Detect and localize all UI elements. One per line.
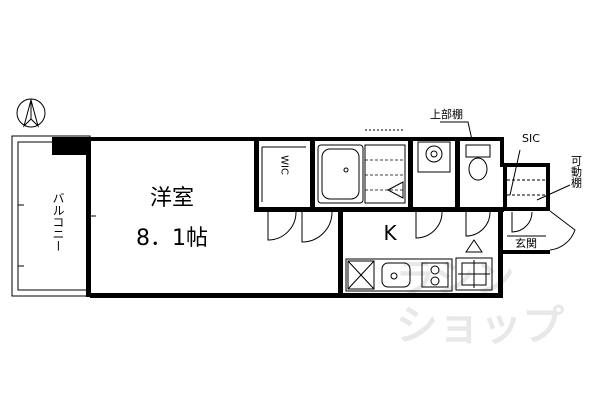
walk-in-closet — [261, 146, 306, 202]
balcony-label: バルコニー — [51, 192, 65, 252]
north-arrow-icon — [16, 98, 46, 128]
kitchen-counter — [345, 258, 453, 292]
fridge-space — [455, 239, 493, 291]
sic-label: SIC — [522, 132, 540, 145]
laundry-area — [364, 129, 406, 204]
toilet — [465, 144, 491, 181]
outer-walls — [52, 137, 550, 298]
entrance-label: 玄関 — [515, 236, 537, 250]
upper-shelf-label: 上部棚 — [430, 107, 463, 121]
kitchen-label: K — [383, 221, 397, 245]
wash-basin — [417, 141, 451, 173]
wic-label: WIC — [279, 155, 290, 175]
movable-shelf-label: 可動棚 — [570, 155, 583, 189]
watermark-line2: ショップ — [396, 301, 564, 350]
doors — [267, 210, 576, 251]
bathtub — [317, 144, 364, 204]
western-room-size: 8．1帖 — [136, 226, 208, 251]
western-room-label: 洋室 — [150, 186, 194, 211]
